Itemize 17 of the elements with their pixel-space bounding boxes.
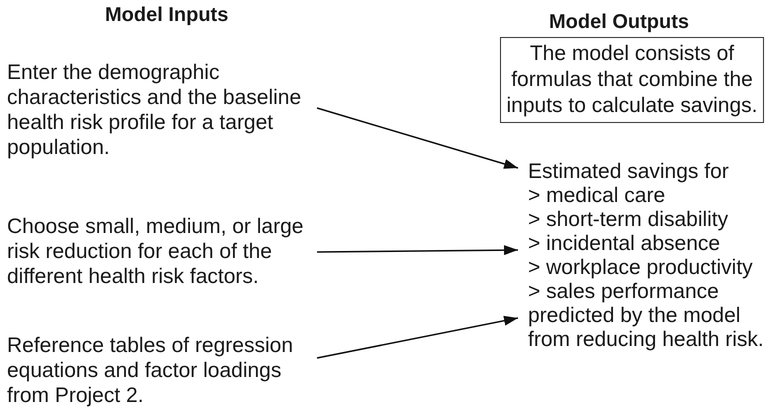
output-line: > workplace productivity — [527, 256, 754, 280]
input-description: Choose small, medium, or large risk reduction for each of the different health risk factors. — [7, 214, 315, 289]
output-line: > sales performance — [527, 280, 720, 304]
output-line: from reducing health risk. — [527, 328, 765, 352]
input-description: Reference tables of regression equations and factor loadings from Project 2. — [7, 333, 315, 408]
column-heading: Model Outputs — [549, 11, 689, 34]
arrow — [317, 245, 518, 256]
note-box: The model consists of formulas that combine the inputs to calculate savings. — [500, 37, 764, 123]
output-line: > incidental absence — [527, 232, 722, 256]
output-line: > medical care — [527, 184, 666, 208]
output-line: predicted by the model — [527, 304, 742, 328]
arrow — [316, 107, 518, 169]
output-line: Estimated savings for — [527, 160, 730, 184]
output-line: > short-term disability — [527, 208, 730, 232]
arrow — [316, 316, 518, 359]
column-heading: Model Inputs — [105, 4, 228, 27]
input-description: Enter the demographic characteristics and the baseline health risk profile for a target population. — [7, 60, 315, 160]
